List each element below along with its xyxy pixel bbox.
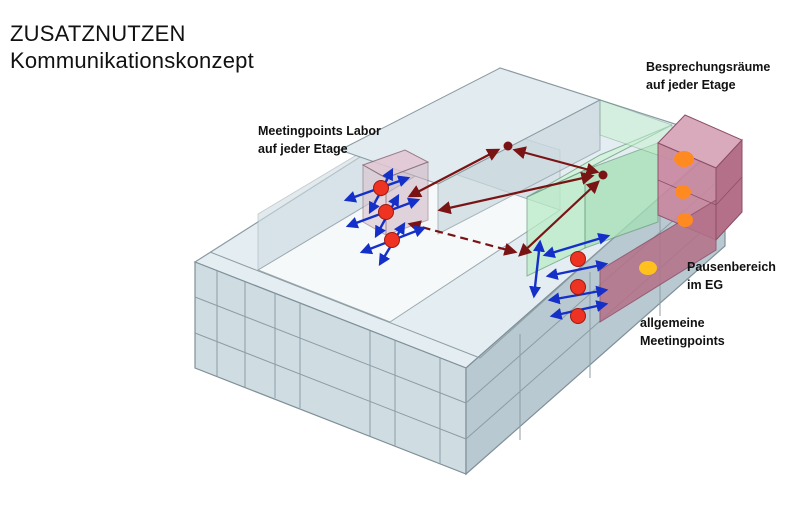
connection-arrow	[512, 146, 600, 176]
meeting-point-general	[570, 279, 586, 295]
meeting-point-labor	[373, 180, 389, 196]
meeting-point-general	[570, 308, 586, 324]
label-line: auf jeder Etage	[646, 78, 736, 92]
meeting-room-node	[503, 141, 513, 151]
meeting-points	[373, 180, 586, 324]
title-line-1: ZUSATZNUTZEN	[10, 21, 186, 46]
label-line: Pausenbereich	[687, 260, 776, 274]
label-besprechungsraeume: Besprechungsräume auf jeder Etage	[646, 58, 770, 94]
label-line: Meetingpoints	[640, 334, 725, 348]
label-line: im EG	[687, 278, 724, 292]
break-area-marker	[639, 261, 657, 275]
meeting-point-labor	[384, 232, 400, 248]
meeting-room-marker	[675, 185, 691, 199]
label-pausenbereich: Pausenbereich im EG	[687, 258, 776, 294]
label-line: allgemeine	[640, 316, 705, 330]
page-title: ZUSATZNUTZEN Kommunikationskonzept	[10, 20, 254, 74]
meeting-point-labor	[378, 204, 394, 220]
label-line: Besprechungsräume	[646, 60, 771, 74]
meeting-point-general	[570, 251, 586, 267]
room-markers	[639, 151, 694, 275]
meeting-room-marker	[677, 213, 693, 227]
title-line-2: Kommunikationskonzept	[10, 48, 254, 73]
meeting-room-marker	[674, 151, 694, 167]
label-line: auf jeder Etage	[258, 142, 348, 156]
meeting-room-node	[598, 170, 608, 180]
label-line: Meetingpoints Labor	[258, 124, 381, 138]
connection-arrow-dashed	[407, 220, 518, 256]
label-allgemeine-meetingpoints: allgemeine Meetingpoints	[640, 314, 725, 350]
label-meetingpoints-labor: Meetingpoints Labor auf jeder Etage	[258, 122, 381, 158]
